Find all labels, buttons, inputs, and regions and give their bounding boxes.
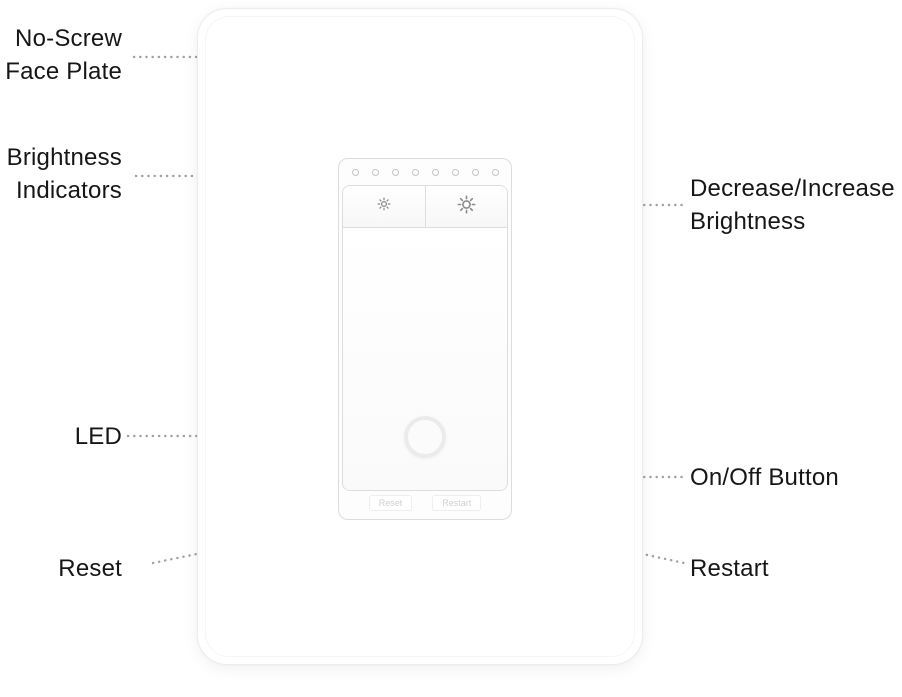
brightness-indicator-dot: [371, 168, 379, 176]
brightness-down-icon: [376, 196, 392, 217]
callout-face-plate-line1: No-Screw: [15, 25, 122, 52]
brightness-button-row: [343, 186, 507, 228]
brightness-up-icon: [456, 194, 477, 220]
callout-face-plate: No-Screw Face Plate: [0, 22, 122, 88]
restart-button: Restart: [432, 495, 482, 511]
brightness-indicator-dot: [411, 168, 419, 176]
on-off-button: [343, 228, 507, 490]
bottom-tab-row: Reset Restart: [339, 491, 511, 519]
brightness-indicators-row: [339, 159, 511, 185]
rocker-assembly: [342, 185, 508, 491]
brightness-indicator-dot: [491, 168, 499, 176]
callout-restart: Restart: [690, 555, 769, 582]
dimmer-switch: Reset Restart: [338, 158, 512, 520]
face-plate-bevel: [205, 16, 635, 657]
callout-decrease-increase-line1: Decrease/Increase: [690, 175, 895, 202]
brightness-indicator-dot: [351, 168, 359, 176]
callout-reset: Reset: [58, 555, 122, 582]
brightness-indicator-dot: [391, 168, 399, 176]
brightness-indicator-dot: [471, 168, 479, 176]
callout-decrease-increase-line2: Brightness: [690, 208, 806, 235]
callout-decrease-increase: Decrease/Increase Brightness: [690, 172, 895, 238]
led-indicator: [404, 416, 446, 458]
callout-brightness-indicators-line1: Brightness: [6, 144, 122, 171]
callout-brightness-indicators-line2: Indicators: [15, 177, 122, 204]
reset-button: Reset: [368, 495, 413, 511]
increase-brightness-button: [424, 186, 507, 227]
decrease-brightness-button: [343, 186, 425, 227]
callout-on-off: On/Off Button: [690, 464, 839, 491]
callout-face-plate-line2: Face Plate: [5, 58, 122, 85]
callout-led: LED: [74, 423, 122, 450]
brightness-indicator-dot: [431, 168, 439, 176]
callout-brightness-indicators: Brightness Indicators: [0, 141, 122, 207]
brightness-indicator-dot: [451, 168, 459, 176]
